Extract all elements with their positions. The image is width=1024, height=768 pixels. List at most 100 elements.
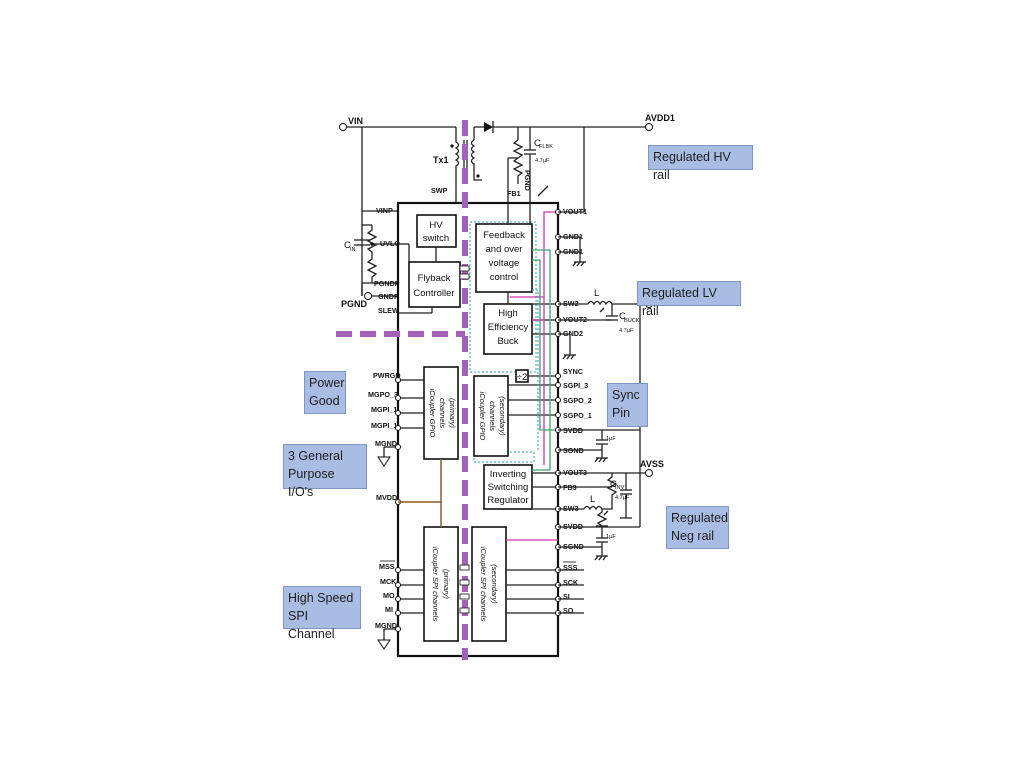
cbuck-val: 4.7µF (619, 328, 634, 334)
node-mgnd-b (395, 626, 401, 632)
gnd2-hatch-3 (570, 354, 575, 360)
gnd2-hatch-2 (566, 354, 571, 360)
pin-mss: MSS (379, 562, 395, 571)
vin-terminal (339, 123, 347, 131)
cbuck-label: C (619, 311, 626, 322)
cyan-trace (532, 289, 539, 452)
tx1-primary (454, 127, 460, 190)
sgnd-a-hatch-3 (602, 457, 607, 463)
buck-block (483, 303, 533, 355)
node-sgpi3 (555, 382, 561, 388)
callout-sync-pin: Sync Pin (607, 383, 648, 427)
cap2-val: 1µF (606, 534, 616, 540)
pin-sgpi3: SGPI_3 (563, 381, 588, 390)
node-pwrgd (395, 377, 401, 383)
green-trace-svdd (532, 259, 558, 431)
divide-by-two-label: ÷2 (517, 372, 528, 383)
pin-pwrgd: PWRGD (373, 371, 401, 380)
buck-inductor (587, 300, 613, 306)
node-sgpo1 (555, 412, 561, 418)
buck-line2: Efficiency (488, 322, 529, 333)
pin-mvdd: MVDD (376, 493, 397, 502)
pin-so: SO (563, 606, 574, 615)
cin-label: C (344, 240, 351, 251)
gpio-primary-line3: (primary) (448, 398, 457, 428)
hv-switch-block (416, 214, 457, 248)
pin-mck: MCK (380, 577, 397, 586)
sgnd-b-hatch-1 (594, 555, 599, 561)
callout-hv-rail-text: Regulated HV rail (653, 150, 731, 182)
cinv-label: C (610, 479, 617, 490)
callout-spi-line2: SPI Channel (288, 609, 335, 641)
buck-line3: Buck (497, 336, 518, 347)
callout-spi-line1: High Speed (288, 591, 354, 605)
inv-resistor (596, 509, 608, 527)
callout-hv-rail: Regulated HV rail (648, 145, 753, 182)
node-mo (395, 596, 401, 602)
callout-power-line1: Power (309, 376, 345, 390)
node-mgnd-a (395, 444, 401, 450)
node-mck (395, 582, 401, 588)
sgnd-a-hatch-2 (598, 457, 603, 463)
inverting-line2: Switching (488, 482, 529, 493)
isolation-couplers (459, 265, 470, 614)
pin-slew: SLEW (378, 306, 399, 315)
pin-sck: SCK (563, 578, 579, 587)
coupler-spi-2 (459, 579, 470, 586)
pin-mgpo3: MGPO_3 (368, 390, 398, 399)
ground-symbol-b (377, 639, 391, 650)
coupler-spi-1 (459, 564, 470, 571)
pin-pgndp: PGNDP (374, 279, 400, 288)
callout-spi: High Speed SPI Channel (283, 586, 361, 641)
flyback-controller-block (408, 261, 461, 308)
callout-gpio-line2: Purpose I/O's (288, 467, 335, 499)
node-mi (395, 610, 401, 616)
left-pins: VINP UVLO PGNDP GNDP SLEW PWRGD MGPO_3 M… (368, 206, 424, 650)
pin-vinp: VINP (376, 206, 393, 215)
coupler-fb-2 (459, 273, 470, 280)
sgnd-b-hatch-3 (602, 555, 607, 561)
fb1-label: FB1 (507, 189, 521, 198)
feedback-line4: control (490, 272, 519, 283)
inv-inductor (583, 505, 603, 511)
spi-secondary-line1: iCoupler SPI channels (479, 547, 488, 621)
pin-sync: SYNC (563, 367, 583, 376)
gpio-secondary-block (473, 375, 509, 457)
fb-resistor-top (512, 139, 524, 159)
hv-switch-line2: switch (423, 233, 449, 244)
buck-line1: High (498, 308, 518, 319)
l2-label: L (590, 494, 595, 505)
green-trace (532, 249, 551, 471)
fb-resistor-bottom (512, 157, 524, 184)
gnd1-link (558, 236, 581, 262)
pin-mgnd-a: MGND (375, 439, 397, 448)
spi-secondary-line2: (secondary) (490, 564, 499, 604)
inv-diode-slash (603, 510, 609, 516)
uvlo-resistor-bottom (366, 256, 378, 283)
pin-mgpi1-b: MGPI_1 (371, 421, 397, 430)
callout-lv-rail: Regulated LV rail (637, 281, 741, 318)
hv-switch-line1: HV (429, 220, 443, 231)
spi-secondary-block (471, 526, 507, 642)
flyback-output: AVDD1 FB1 PGND C FLBK 4.7µF (474, 113, 675, 212)
coupler-spi-3 (459, 593, 470, 600)
primary-blocks: HV switch Flyback Controller iCoupler GP… (398, 214, 461, 642)
node-mgpo3 (395, 395, 401, 401)
pin-si: SI (563, 592, 570, 601)
sgnd-a-hatch-1 (594, 457, 599, 463)
cin-sub: IN (350, 247, 356, 253)
tx1-dot-primary (450, 144, 454, 148)
node-sync (555, 373, 561, 379)
uvlo-resistor-top (366, 225, 378, 256)
callout-power-good: Power Good (304, 371, 346, 414)
pin-sss: SSS (563, 563, 578, 572)
cflbk-sub: FLBK (539, 144, 553, 150)
uvlo-junction (370, 242, 374, 246)
pgnd-terminal (364, 292, 372, 300)
callout-neg-rail: Regulated Neg rail (666, 506, 729, 549)
gpio-secondary-line1: iCoupler GPIO (478, 392, 487, 441)
spi-primary-block (423, 526, 459, 642)
flyback-line2: Controller (413, 288, 454, 299)
l1-label: L (594, 288, 599, 299)
pin-gndp: GNDP (378, 292, 399, 301)
